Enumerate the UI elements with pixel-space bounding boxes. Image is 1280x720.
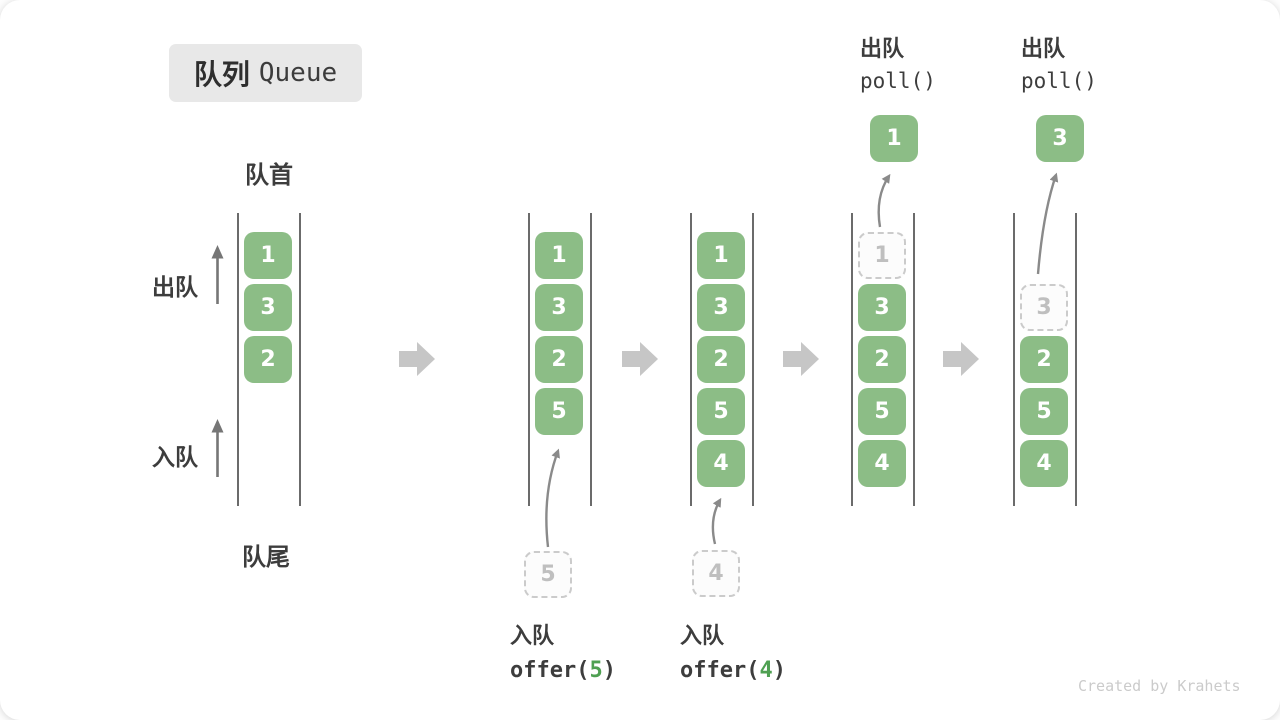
queue-wall-right <box>752 213 754 506</box>
code-arg: 4 <box>759 658 773 683</box>
poll-3-arrow-icon <box>1036 172 1059 275</box>
enqueue-op-zh: 入队 <box>680 623 725 648</box>
queue-item: 2 <box>244 336 292 383</box>
enqueue-arrow-icon <box>211 419 224 477</box>
pending-item: 4 <box>692 550 740 597</box>
pending-item: 5 <box>524 551 572 598</box>
code-suffix: ) <box>772 658 786 683</box>
poll-header-code: poll() <box>860 69 936 93</box>
enqueue-op-zh: 入队 <box>510 623 555 648</box>
enqueue-op-code: offer(5) <box>510 658 616 683</box>
dequeue-side-label: 出队 <box>152 274 198 300</box>
dequeue-arrow-icon <box>211 245 224 304</box>
queue-item: 5 <box>1020 388 1068 435</box>
queue-wall-left <box>690 213 692 506</box>
queue-wall-left <box>1013 213 1015 506</box>
queue-wall-right <box>590 213 592 506</box>
queue-wall-left <box>851 213 853 506</box>
queue-wall-right <box>913 213 915 506</box>
code-prefix: offer( <box>510 658 590 683</box>
enqueue-side-label: 入队 <box>152 444 198 470</box>
queue-item: 4 <box>1020 440 1068 487</box>
title-en: Queue <box>258 58 338 88</box>
queue-item: 3 <box>244 284 292 331</box>
queue-item: 2 <box>697 336 745 383</box>
flow-arrow-icon <box>783 342 819 376</box>
poll-header: 出队 poll() <box>860 31 936 93</box>
queue-item: 5 <box>535 388 583 435</box>
queue-wall-right <box>299 213 301 506</box>
title-badge: 队列 Queue <box>169 44 362 102</box>
queue-item: 3 <box>535 284 583 331</box>
code-prefix: offer( <box>680 658 760 683</box>
popped-item: 3 <box>1036 115 1084 162</box>
queue-wall-right <box>1075 213 1077 506</box>
enqueue-op-label: 入队 offer(4) <box>680 618 786 683</box>
enqueue-op-code: offer(4) <box>680 658 786 683</box>
queue-item: 2 <box>858 336 906 383</box>
queue-item: 3 <box>697 284 745 331</box>
queue-wall-left <box>237 213 239 506</box>
enqueue-5-arrow-icon <box>545 448 560 548</box>
watermark: Created by Krahets <box>1078 677 1241 695</box>
popped-item: 1 <box>870 115 918 162</box>
queue-item: 3 <box>858 284 906 331</box>
queue-item: 1 <box>535 232 583 279</box>
queue-item: 5 <box>858 388 906 435</box>
queue-item: 1 <box>697 232 745 279</box>
code-arg: 5 <box>589 658 603 683</box>
queue-item: 4 <box>858 440 906 487</box>
poll-header-zh: 出队 <box>860 36 905 61</box>
queue-item: 5 <box>697 388 745 435</box>
flow-arrow-icon <box>943 342 979 376</box>
enqueue-op-label: 入队 offer(5) <box>510 618 616 683</box>
dequeued-ghost-item: 3 <box>1020 284 1068 331</box>
poll-header-zh: 出队 <box>1021 36 1066 61</box>
enqueue-4-arrow-icon <box>711 497 722 545</box>
queue-item: 1 <box>244 232 292 279</box>
poll-1-arrow-icon <box>877 173 891 228</box>
dequeued-ghost-item: 1 <box>858 232 906 279</box>
poll-header: 出队 poll() <box>1021 31 1097 93</box>
flow-arrow-icon <box>399 342 435 376</box>
queue-item: 4 <box>697 440 745 487</box>
queue-rear-label: 队尾 <box>242 544 290 571</box>
poll-header-code: poll() <box>1021 69 1097 93</box>
title-zh: 队列 <box>193 59 250 90</box>
queue-wall-left <box>528 213 530 506</box>
queue-front-label: 队首 <box>245 162 293 189</box>
code-suffix: ) <box>602 658 616 683</box>
flow-arrow-icon <box>622 342 658 376</box>
queue-item: 2 <box>535 336 583 383</box>
queue-item: 2 <box>1020 336 1068 383</box>
